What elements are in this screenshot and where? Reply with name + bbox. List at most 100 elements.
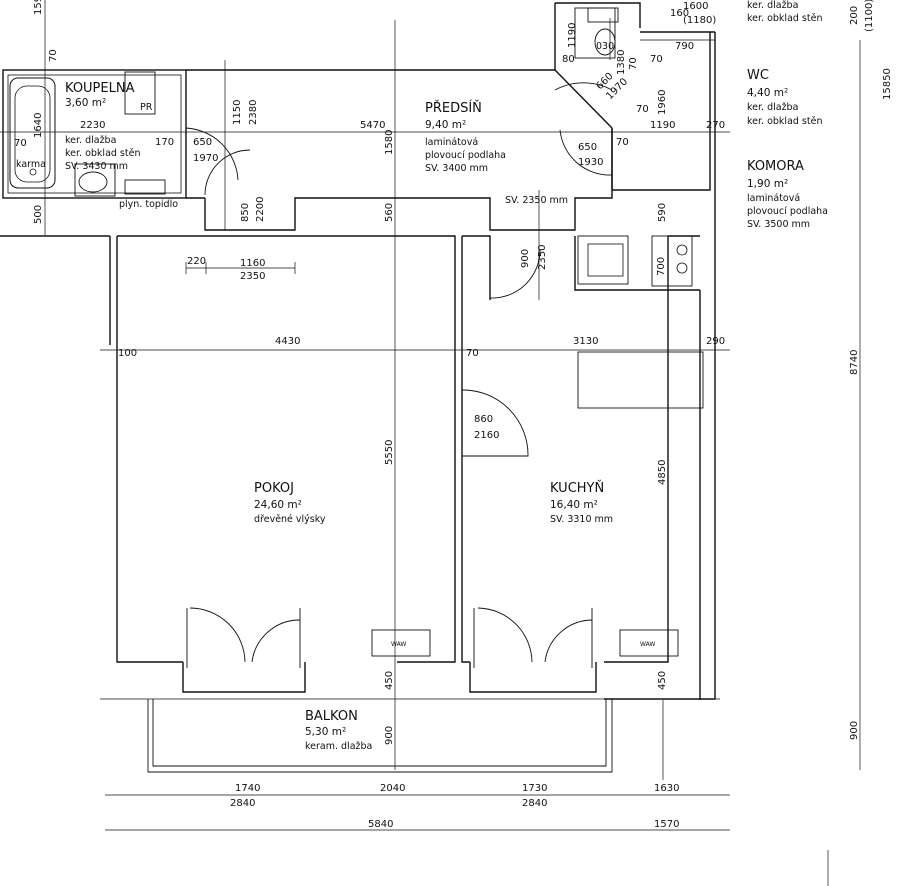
vdim-850: 850 — [240, 203, 251, 222]
dim-2040: 2040 — [380, 783, 405, 794]
koupelna-finish2: ker. obklad stěn — [65, 148, 140, 159]
predsin-height: SV. 3400 mm — [425, 163, 488, 174]
balkon-area: 5,30 m² — [305, 726, 346, 738]
dim-790: 790 — [675, 41, 694, 52]
vdim-70: 70 — [48, 49, 59, 62]
koupelna-height: SV. 3430 mm — [65, 161, 128, 172]
dim-2840b: 2840 — [522, 798, 547, 809]
dim-1190: 1190 — [650, 120, 675, 131]
koupelna-finish1: ker. dlažba — [65, 135, 116, 146]
komora-name: KOMORA — [747, 159, 804, 174]
vdim-900b: 900 — [384, 726, 395, 745]
koupelna-heater: plyn. topidlo — [119, 199, 178, 210]
dim-15850: 15850 — [882, 68, 893, 100]
pokoj-waw: WAW — [391, 641, 406, 648]
vdim-560: 560 — [384, 203, 395, 222]
wc-finish2: ker. obklad stěn — [747, 116, 822, 127]
koupelna-name: KOUPELNA — [65, 81, 135, 96]
dim-70c: 70 — [650, 54, 663, 65]
vdim-159: 159 — [33, 0, 44, 15]
dimension-lines — [0, 0, 861, 886]
dim-270: 270 — [706, 120, 725, 131]
dim-8740: 8740 — [849, 350, 860, 375]
dim-70b: 70 — [466, 348, 479, 359]
dim-900-right: 900 — [849, 721, 860, 740]
walls — [0, 2, 720, 773]
predsin-finish1: laminátová — [425, 137, 478, 148]
wc-top-finish1: ker. dlažba — [747, 0, 798, 11]
dim-2350: 2350 — [240, 271, 265, 282]
vdim-450b: 450 — [657, 671, 668, 690]
dim-1160: 1160 — [240, 258, 265, 269]
vdim-70c: 70 — [628, 57, 639, 70]
pokoj-finish1: dřevěné vlýsky — [254, 514, 326, 525]
kuchyn-name: KUCHYŇ — [550, 480, 604, 496]
wc-top-finish2: ker. obklad stěn — [747, 13, 822, 24]
dim-5840: 5840 — [368, 819, 393, 830]
predsin-finish2: plovoucí podlaha — [425, 150, 506, 161]
dim-650b: 650 — [578, 142, 597, 153]
vdim-1640: 1640 — [33, 113, 44, 138]
koupelna-area: 3,60 m² — [65, 97, 106, 109]
dim-1970: 1970 — [193, 153, 218, 164]
dim-70a: 70 — [616, 137, 629, 148]
vdim-700: 700 — [656, 257, 667, 276]
predsin-name: PŘEDSÍŇ — [425, 100, 482, 116]
vdim-1190: 1190 — [567, 23, 578, 48]
room-labels: KOUPELNA 3,60 m² PR ker. dlažba ker. obk… — [16, 0, 828, 752]
vdim-900: 900 — [520, 249, 531, 268]
dim-290: 290 — [706, 336, 725, 347]
dim-2840a: 2840 — [230, 798, 255, 809]
vdim-70b: 70 — [14, 138, 27, 149]
dim-1630: 1630 — [654, 783, 679, 794]
vdim-1380: 1380 — [616, 50, 627, 75]
dim-200: 200 — [849, 6, 860, 25]
dim-3130: 3130 — [573, 336, 598, 347]
vdim-500: 500 — [33, 205, 44, 224]
dim-860: 860 — [474, 414, 493, 425]
kuchyn-height: SV. 3310 mm — [550, 514, 613, 525]
wc-area: 4,40 m² — [747, 87, 788, 99]
vdim-2350: 2350 — [537, 245, 548, 270]
dim-4430: 4430 — [275, 336, 300, 347]
vdim-450a: 450 — [384, 671, 395, 690]
vdim-1580: 1580 — [384, 130, 395, 155]
predsin-height2: SV. 2350 mm — [505, 195, 568, 206]
wc-finish1: ker. dlažba — [747, 102, 798, 113]
wc-name: WC — [747, 68, 769, 83]
dim-1570: 1570 — [654, 819, 679, 830]
dim-2160: 2160 — [474, 430, 499, 441]
komora-height: SV. 3500 mm — [747, 219, 810, 230]
pokoj-name: POKOJ — [254, 481, 294, 496]
dim-650a: 650 — [193, 137, 212, 148]
predsin-area: 9,40 m² — [425, 119, 466, 131]
dim-100: 100 — [118, 348, 137, 359]
vdim-1960: 1960 — [657, 90, 668, 115]
dim-1930: 1930 — [578, 157, 603, 168]
dim-1100: (1100) — [864, 0, 875, 32]
komora-area: 1,90 m² — [747, 178, 788, 190]
dim-170: 170 — [155, 137, 174, 148]
kuchyn-area: 16,40 m² — [550, 499, 598, 511]
wc-fixture: 030 — [596, 41, 614, 52]
dim-1730: 1730 — [522, 783, 547, 794]
dim-2230: 2230 — [80, 120, 105, 131]
balkon-finish1: keram. dlažba — [305, 741, 372, 752]
vdim-4850: 4850 — [657, 460, 668, 485]
koupelna-karma: karma — [16, 159, 46, 170]
door-swings — [185, 82, 613, 663]
vdim-590: 590 — [657, 203, 668, 222]
dim-160: 160 — [670, 8, 689, 19]
dim-220: 220 — [187, 256, 206, 267]
vdim-2200: 2200 — [255, 197, 266, 222]
dimension-labels: 5470 2230 1190 270 170 650 1970 650 1930… — [14, 0, 893, 830]
balkon-name: BALKON — [305, 709, 358, 724]
vdim-2380: 2380 — [248, 100, 259, 125]
pokoj-area: 24,60 m² — [254, 499, 302, 511]
dim-1600: 1600 — [683, 1, 708, 12]
dim-80: 80 — [562, 54, 575, 65]
dim-70d: 70 — [636, 104, 649, 115]
komora-finish1: laminátová — [747, 193, 800, 204]
vdim-1150: 1150 — [232, 100, 243, 125]
